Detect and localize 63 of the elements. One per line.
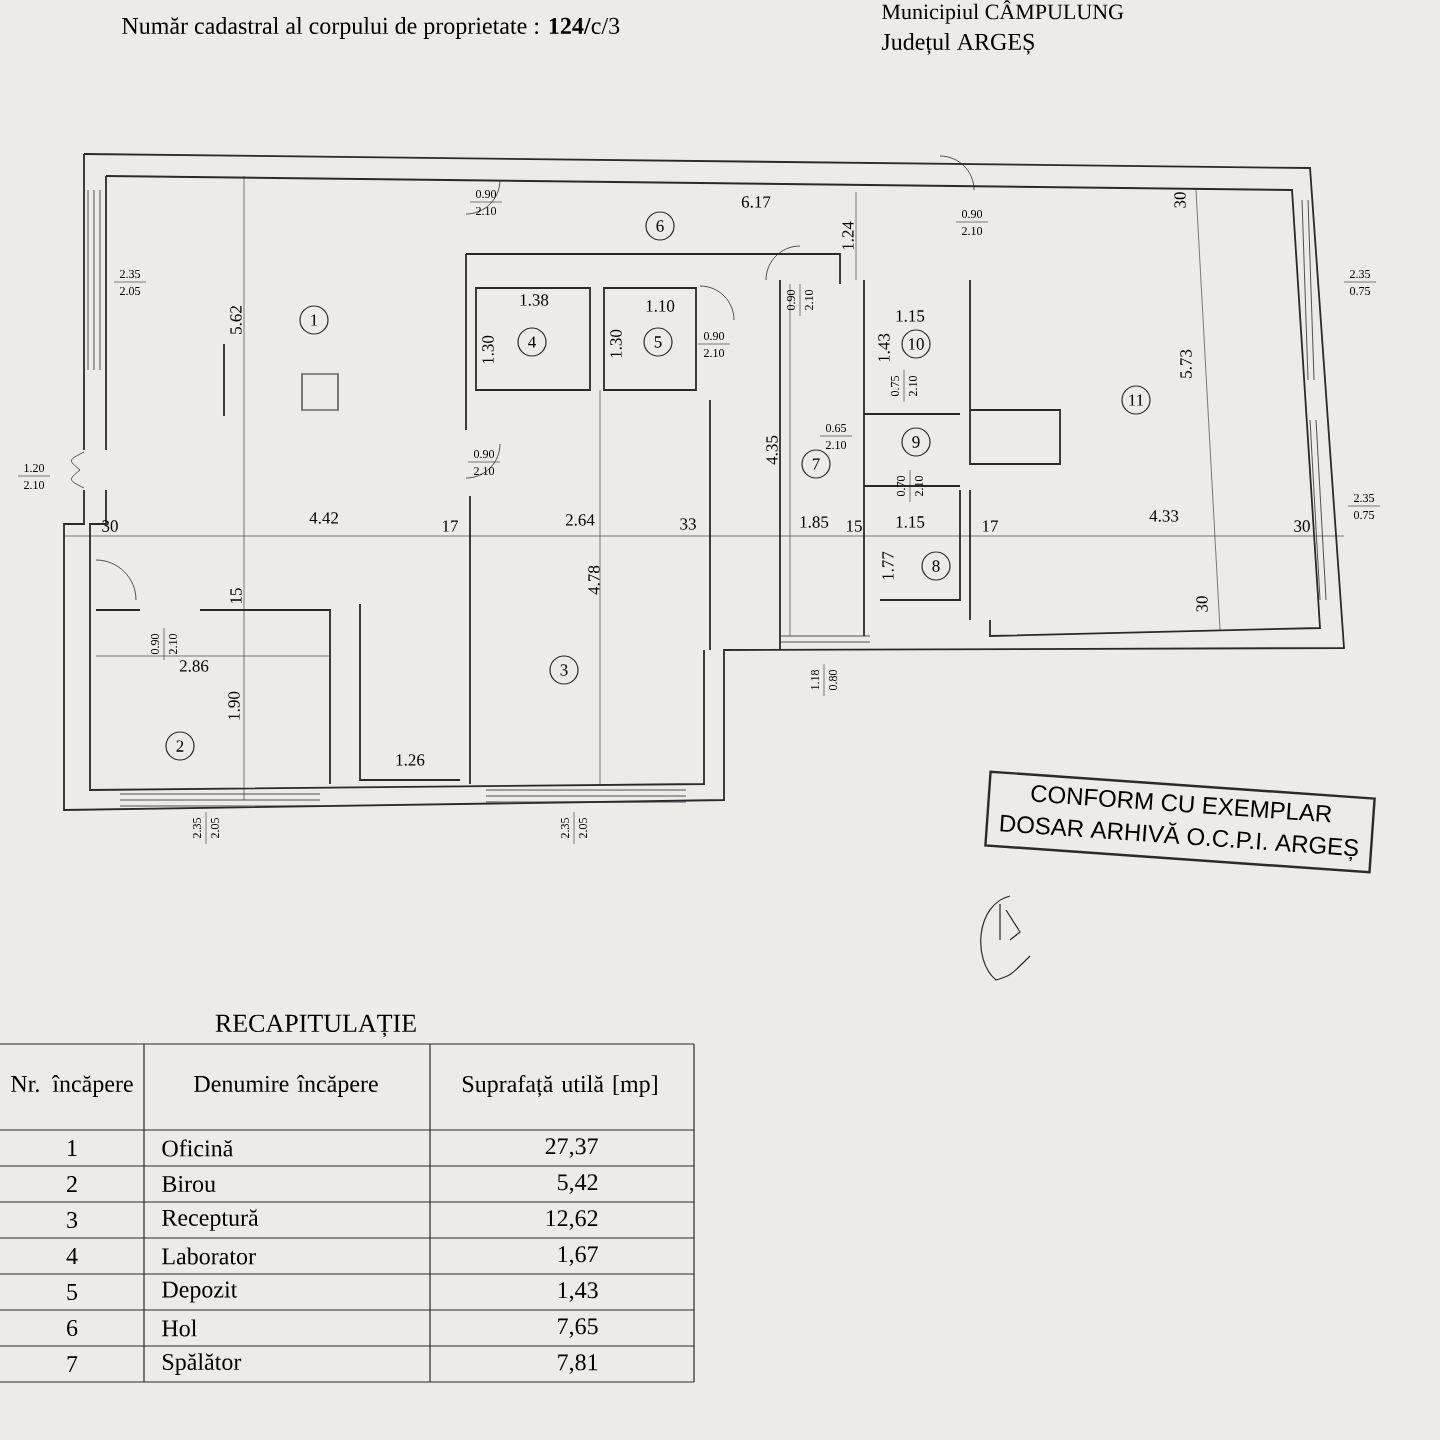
room-number: 10 (901, 329, 931, 359)
table-cell: 12,62 (546, 1210, 598, 1230)
room-number: 8 (921, 551, 951, 581)
dimension-label: 30 (1174, 192, 1186, 208)
room-number: 7 (801, 449, 831, 479)
dimension-label: 30 (102, 520, 118, 532)
dimension-label: 33 (680, 518, 696, 530)
header-text: Municipiul CÂMPULUNG (882, 0, 1124, 24)
dimension-label: 15 (847, 520, 862, 532)
table-title: RECAPITULAȚIE (215, 1014, 416, 1038)
table-cell: Spălător (163, 1353, 242, 1375)
dimension-label: 2.86 (179, 660, 209, 672)
table-cell: 1 (68, 1140, 77, 1156)
table-cell: 6 (67, 1319, 78, 1337)
dimension-label: 1.24 (842, 221, 854, 250)
dimension-label: 1.90 (228, 691, 240, 720)
room-number: 6 (645, 211, 675, 241)
dimension-label: 1.77 (882, 551, 894, 580)
archive-stamp: CONFORM CU EXEMPLAR DOSAR ARHIVĂ O.C.P.I. ARGEȘ (984, 770, 1376, 874)
table-cell: 7,81 (558, 1354, 598, 1374)
table-cell: Hol (162, 1319, 197, 1337)
room-number: 5 (643, 327, 673, 357)
table-cell: 4 (66, 1248, 78, 1264)
room-number: 2 (165, 731, 195, 761)
dimension-label: 1.30 (610, 329, 622, 358)
table-cell: 7 (67, 1356, 78, 1372)
dimension-label: 4.33 (1149, 510, 1179, 522)
table-cell: 1,43 (558, 1282, 598, 1302)
table-cell: 5,42 (558, 1174, 598, 1194)
dimension-label: 1.85 (800, 516, 829, 528)
dimension-label: 1.30 (482, 335, 494, 364)
table-cell: Receptură (162, 1209, 259, 1231)
header-cell: Nr. încăpere (11, 1075, 133, 1097)
dimension-label: 4.78 (588, 565, 600, 595)
dimension-label: 17 (983, 520, 998, 532)
table-cell: Laborator (162, 1247, 256, 1265)
dimension-label: 30 (1196, 596, 1208, 612)
dimension-label: 4.42 (309, 512, 338, 524)
header-cell: Suprafață utilă [mp] (462, 1075, 657, 1097)
dimension-label: 6.17 (741, 196, 771, 208)
header-cell: Denumire încăpere (194, 1075, 378, 1097)
table-cell: 7,65 (558, 1318, 598, 1338)
dimension-label: 1.26 (396, 754, 425, 766)
table-cell: 1,67 (558, 1246, 598, 1266)
dimension-label: 17 (443, 520, 458, 532)
room-number: 4 (517, 327, 547, 357)
header-text: Număr cadastral al corpului de proprietate : 124/c/3 (122, 17, 620, 39)
room-number: 11 (1121, 385, 1151, 415)
dimension-label: 30 (1294, 520, 1310, 532)
table-cell: 5 (67, 1284, 78, 1300)
table-cell: Oficină (162, 1139, 234, 1157)
table-cell: Depozit (162, 1281, 238, 1303)
table-cell: 2 (67, 1176, 77, 1192)
table-cell: Birou (162, 1175, 216, 1193)
room-number: 1 (299, 305, 329, 335)
room-number: 3 (549, 655, 579, 685)
dimension-label: 15 (230, 588, 242, 603)
header-text: Județul ARGEȘ (881, 33, 1034, 55)
table-cell: 27,37 (545, 1138, 598, 1158)
room-number: 9 (901, 427, 931, 457)
dimension-label: 2.64 (565, 514, 595, 526)
table-cell: 3 (67, 1211, 78, 1229)
dimension-label: 4.35 (766, 435, 778, 465)
